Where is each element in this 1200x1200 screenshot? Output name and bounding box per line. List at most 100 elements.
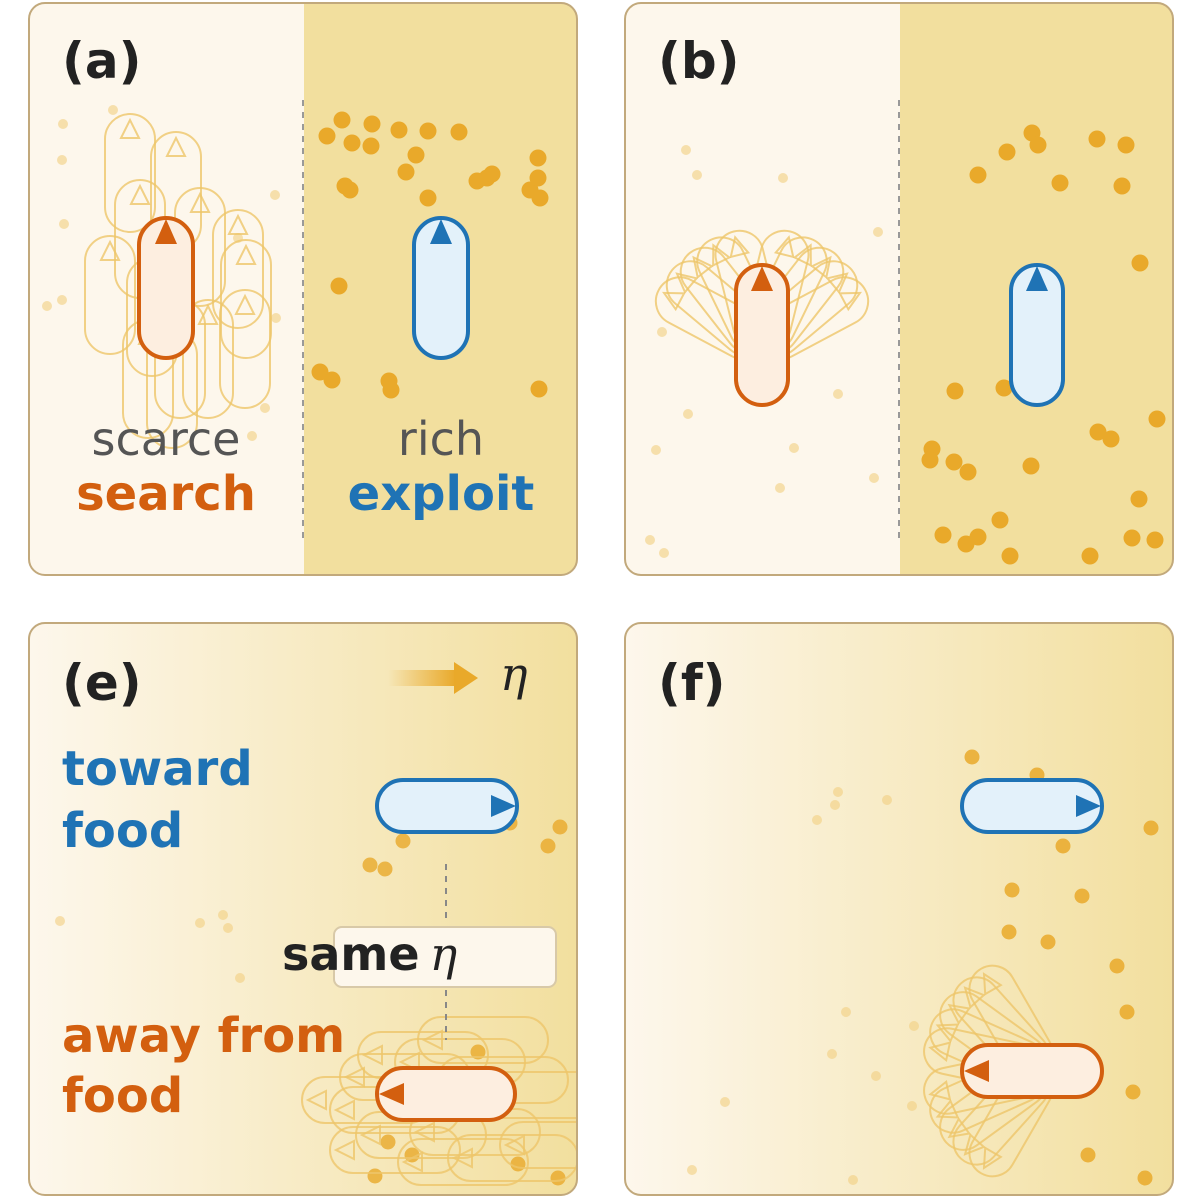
food-dot	[55, 916, 65, 926]
food-dot	[529, 169, 547, 187]
food-dot	[57, 155, 67, 165]
heading-arrow-icon	[751, 266, 773, 291]
food-dot	[869, 473, 879, 483]
ghost-agent	[182, 299, 234, 419]
food-dot	[946, 382, 964, 400]
food-dot	[998, 143, 1016, 161]
food-dot	[1080, 1147, 1096, 1163]
food-dot	[470, 1044, 486, 1060]
food-dot	[223, 923, 233, 933]
ghost-agent	[329, 1126, 461, 1174]
food-dot	[1081, 547, 1099, 565]
food-dot	[419, 122, 437, 140]
food-dot	[907, 1101, 917, 1111]
food-dot	[382, 381, 400, 399]
food-dot	[42, 301, 52, 311]
food-dot	[1004, 882, 1020, 898]
food-dot	[390, 121, 408, 139]
food-dot	[833, 389, 843, 399]
food-dot	[1055, 838, 1071, 854]
sparse-food-dots	[645, 145, 883, 558]
food-dot	[1102, 430, 1120, 448]
food-dot	[871, 1071, 881, 1081]
food-dot	[59, 219, 69, 229]
food-dot	[397, 163, 415, 181]
food-dot	[362, 137, 380, 155]
food-dot	[235, 973, 245, 983]
food-dot	[1125, 1084, 1141, 1100]
food-dot	[921, 451, 939, 469]
food-dot	[552, 819, 568, 835]
same-eta-box	[333, 926, 557, 988]
food-dot	[318, 127, 336, 145]
food-dot	[1089, 423, 1107, 441]
food-dot	[367, 1168, 383, 1184]
food-dot	[833, 787, 843, 797]
food-dot	[1074, 888, 1090, 904]
food-dot	[775, 483, 785, 493]
food-dot	[323, 371, 341, 389]
food-dot	[377, 861, 393, 877]
food-dot	[395, 833, 411, 849]
food-dot	[812, 815, 822, 825]
away-from-food-agent	[960, 1043, 1104, 1099]
away-from-food-label-line1: away from	[62, 1008, 345, 1064]
food-dot	[778, 173, 788, 183]
food-dot	[247, 431, 257, 441]
food-dot	[510, 1156, 526, 1172]
food-dot	[657, 327, 667, 337]
heading-arrow-icon	[964, 1060, 989, 1082]
food-dot	[909, 1021, 919, 1031]
food-dot	[343, 134, 361, 152]
panel-f: (f)	[624, 622, 1174, 1196]
panel-b: (b)	[624, 2, 1174, 576]
food-dot	[645, 535, 655, 545]
food-dot	[1040, 934, 1056, 950]
food-dot	[1117, 136, 1135, 154]
food-dot	[681, 145, 691, 155]
scarce-caption: scarce	[92, 412, 241, 466]
food-dot	[531, 189, 549, 207]
food-dot	[529, 149, 547, 167]
food-dots	[311, 111, 549, 399]
food-dot	[827, 1049, 837, 1059]
food-dot	[934, 526, 952, 544]
food-dot	[959, 463, 977, 481]
food-dot	[1143, 820, 1159, 836]
ghost-agent	[220, 239, 272, 359]
food-dot	[450, 123, 468, 141]
food-dot	[57, 295, 67, 305]
food-dot	[692, 170, 702, 180]
food-dot	[882, 795, 892, 805]
search-mode-label: search	[76, 466, 256, 522]
gradient-background	[625, 623, 1173, 1195]
exploiting-agent	[1009, 263, 1065, 407]
away-from-food-agent	[375, 1066, 517, 1122]
food-dot	[550, 1170, 566, 1186]
gradient-arrow-icon	[388, 662, 478, 694]
heading-arrow-icon	[1026, 266, 1048, 291]
heading-arrow-icon	[1076, 795, 1101, 817]
food-dot	[1109, 958, 1125, 974]
food-dot	[683, 409, 693, 419]
food-dot	[1001, 547, 1019, 565]
food-dot	[108, 105, 118, 115]
panel-b-frame	[624, 2, 1174, 576]
food-dot	[1113, 177, 1131, 195]
heading-arrow-icon	[430, 219, 452, 244]
food-dot	[945, 453, 963, 471]
gradient-symbol: η	[500, 647, 528, 701]
food-dot	[969, 528, 987, 546]
toward-food-agent	[960, 778, 1104, 834]
ghost-agent	[212, 209, 264, 329]
rich-caption: rich	[398, 412, 484, 466]
ghost-agent	[84, 235, 136, 355]
toward-food-label-line1: toward	[62, 741, 253, 797]
food-dot	[1119, 1004, 1135, 1020]
searching-agent	[137, 216, 195, 360]
heading-arrow-icon	[155, 219, 177, 244]
food-dot	[659, 548, 669, 558]
panel-label-a: (a)	[62, 32, 141, 90]
panel-label-e: (e)	[62, 654, 142, 712]
